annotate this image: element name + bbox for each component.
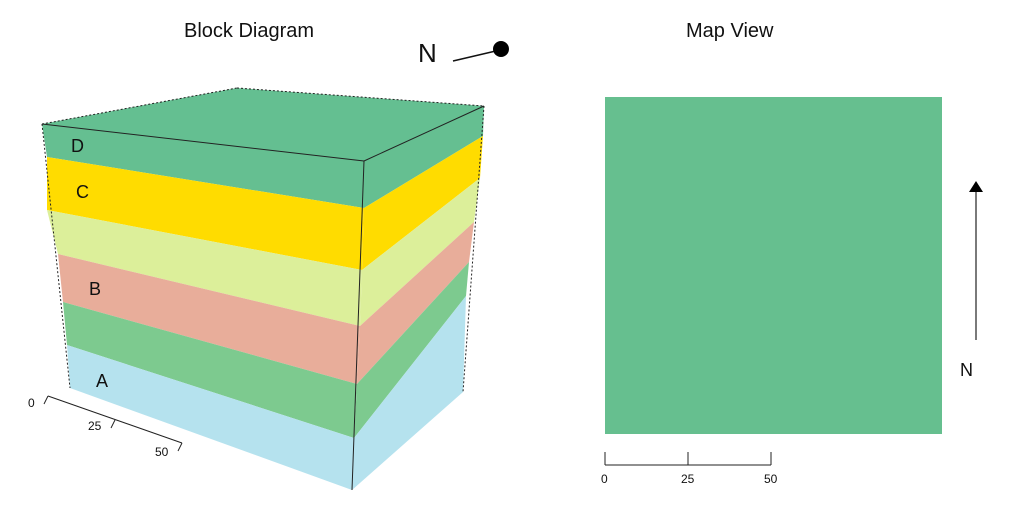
block-north-arrow-line xyxy=(452,49,501,62)
block-scale-tick-50: 50 xyxy=(155,445,169,459)
layer-label-C: C xyxy=(76,182,89,202)
layer-label-B: B xyxy=(89,279,101,299)
layer-label-D: D xyxy=(71,136,84,156)
block-diagram-title: Block Diagram xyxy=(184,20,315,42)
right-layer-green xyxy=(354,262,469,438)
right-layer-D xyxy=(364,106,484,208)
map-north-label: N xyxy=(960,360,973,380)
block-front-face xyxy=(42,124,364,490)
front-layer-B xyxy=(58,254,360,384)
map-view-square xyxy=(605,97,942,434)
right-layer-B xyxy=(357,222,474,384)
front-layer-yellowgreen xyxy=(47,210,362,326)
block-north-label: N xyxy=(418,38,437,68)
map-scale-bar xyxy=(604,452,772,466)
layer-label-A: A xyxy=(96,371,108,391)
right-layer-yellowgreen xyxy=(360,178,480,326)
map-scale-tick-50: 50 xyxy=(764,472,778,486)
block-scale-tick-25: 25 xyxy=(88,419,102,433)
block-edges xyxy=(41,87,485,491)
map-scale-tick-0: 0 xyxy=(601,472,608,486)
right-layer-C xyxy=(362,136,483,270)
right-layer-A xyxy=(352,296,466,490)
front-layer-A xyxy=(67,345,354,490)
block-scale-bar xyxy=(43,395,183,452)
block-right-face xyxy=(352,106,484,490)
block-north-arrow-head xyxy=(493,41,509,57)
block-scale-tick-0: 0 xyxy=(28,396,35,410)
map-scale-tick-25: 25 xyxy=(681,472,695,486)
map-north-arrow-head xyxy=(969,181,983,192)
front-layer-green xyxy=(63,302,357,438)
front-layer-C xyxy=(47,157,364,270)
block-top-face xyxy=(42,88,484,161)
map-view-title: Map View xyxy=(686,20,774,42)
front-layer-D xyxy=(42,124,364,208)
